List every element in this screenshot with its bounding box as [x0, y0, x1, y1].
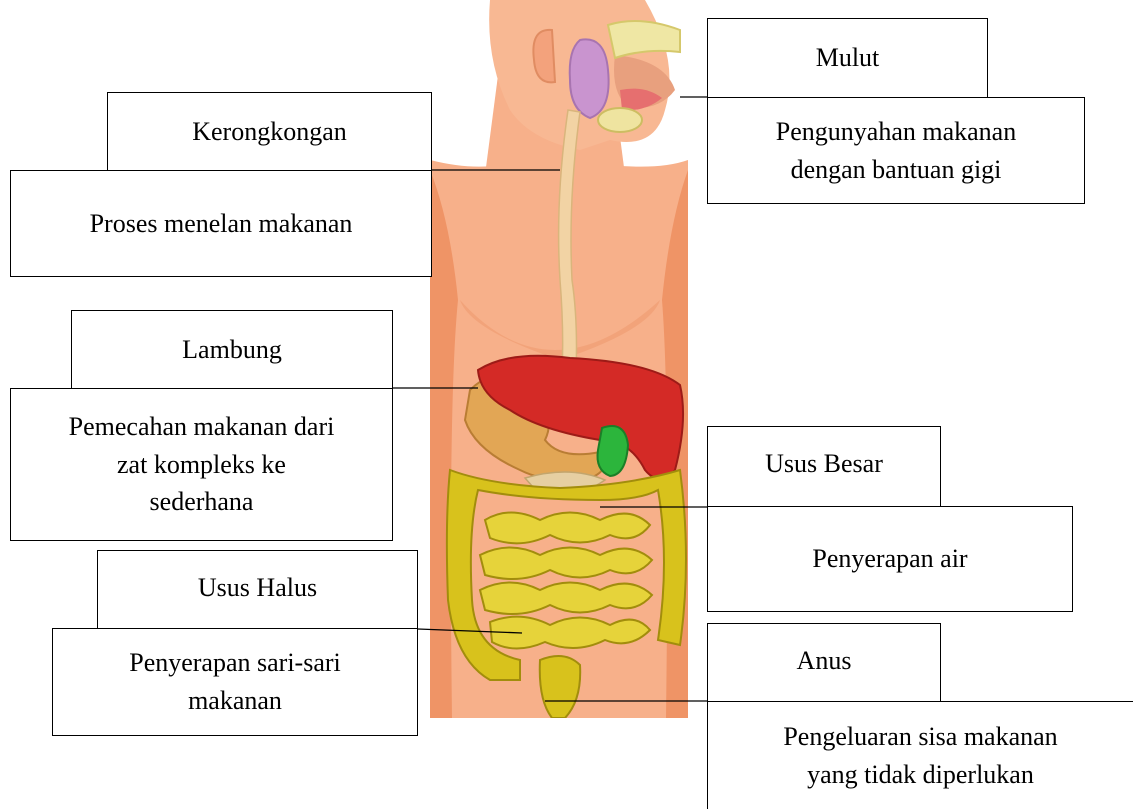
label-usus-besar-text: Usus Besar [765, 445, 883, 483]
function-kerongkongan: Proses menelan makanan [10, 170, 432, 277]
function-usus-besar-text: Penyerapan air [812, 540, 967, 578]
ear [533, 30, 555, 82]
function-usus-halus: Penyerapan sari-sari makanan [52, 628, 418, 736]
label-kerongkongan-text: Kerongkongan [192, 113, 347, 151]
label-mulut-text: Mulut [816, 39, 880, 77]
function-kerongkongan-text: Proses menelan makanan [90, 205, 353, 243]
label-lambung: Lambung [71, 310, 393, 389]
function-lambung-text: Pemecahan makanan dari zat kompleks ke s… [69, 408, 335, 521]
label-anus: Anus [707, 623, 941, 702]
label-mulut: Mulut [707, 18, 988, 98]
function-mulut-text: Pengunyahan makanan dengan bantuan gigi [776, 113, 1016, 188]
salivary-gland [570, 39, 609, 118]
function-anus-text: Pengeluaran sisa makanan yang tidak dipe… [783, 718, 1057, 793]
function-mulut: Pengunyahan makanan dengan bantuan gigi [707, 97, 1085, 204]
label-kerongkongan: Kerongkongan [107, 92, 432, 171]
label-usus-halus: Usus Halus [97, 550, 418, 630]
label-lambung-text: Lambung [182, 331, 282, 369]
function-lambung: Pemecahan makanan dari zat kompleks ke s… [10, 388, 393, 541]
function-anus: Pengeluaran sisa makanan yang tidak dipe… [707, 701, 1133, 809]
label-usus-halus-text: Usus Halus [198, 569, 317, 607]
function-usus-besar: Penyerapan air [707, 506, 1073, 612]
sublingual-gland [598, 108, 642, 132]
digestive-system-illustration [430, 0, 688, 718]
label-anus-text: Anus [797, 642, 852, 680]
label-usus-besar: Usus Besar [707, 426, 941, 508]
function-usus-halus-text: Penyerapan sari-sari makanan [129, 644, 341, 719]
